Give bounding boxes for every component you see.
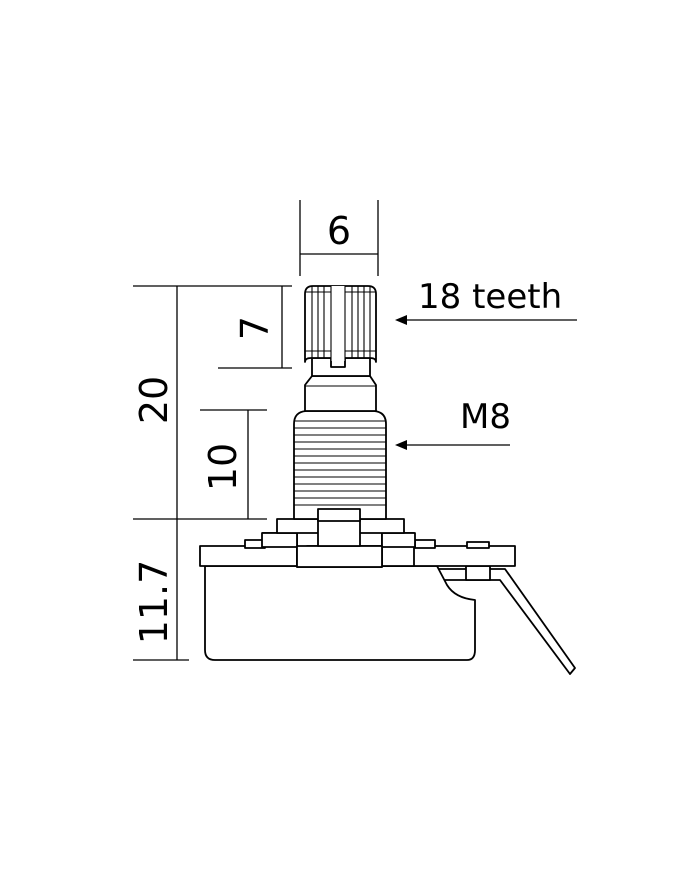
thread-lines	[294, 420, 386, 506]
dim-total-shaft-length: 20	[132, 376, 176, 424]
thread-label: M8	[460, 397, 511, 437]
dim-knurl-length: 7	[233, 316, 277, 340]
knurl-lines	[305, 286, 376, 358]
teeth-label: 18 teeth	[418, 277, 562, 317]
potentiometer-drawing	[199, 285, 576, 675]
thread-callout: M8	[395, 397, 511, 450]
arrow-icon	[395, 315, 407, 325]
dim-thread-length: 10	[201, 443, 245, 491]
arrow-icon	[395, 440, 407, 450]
dim-body-height: 11.7	[132, 560, 176, 645]
dim-shaft-diameter: 6	[327, 209, 351, 253]
dimension-lines	[133, 200, 379, 661]
teeth-callout: 18 teeth	[395, 277, 577, 325]
